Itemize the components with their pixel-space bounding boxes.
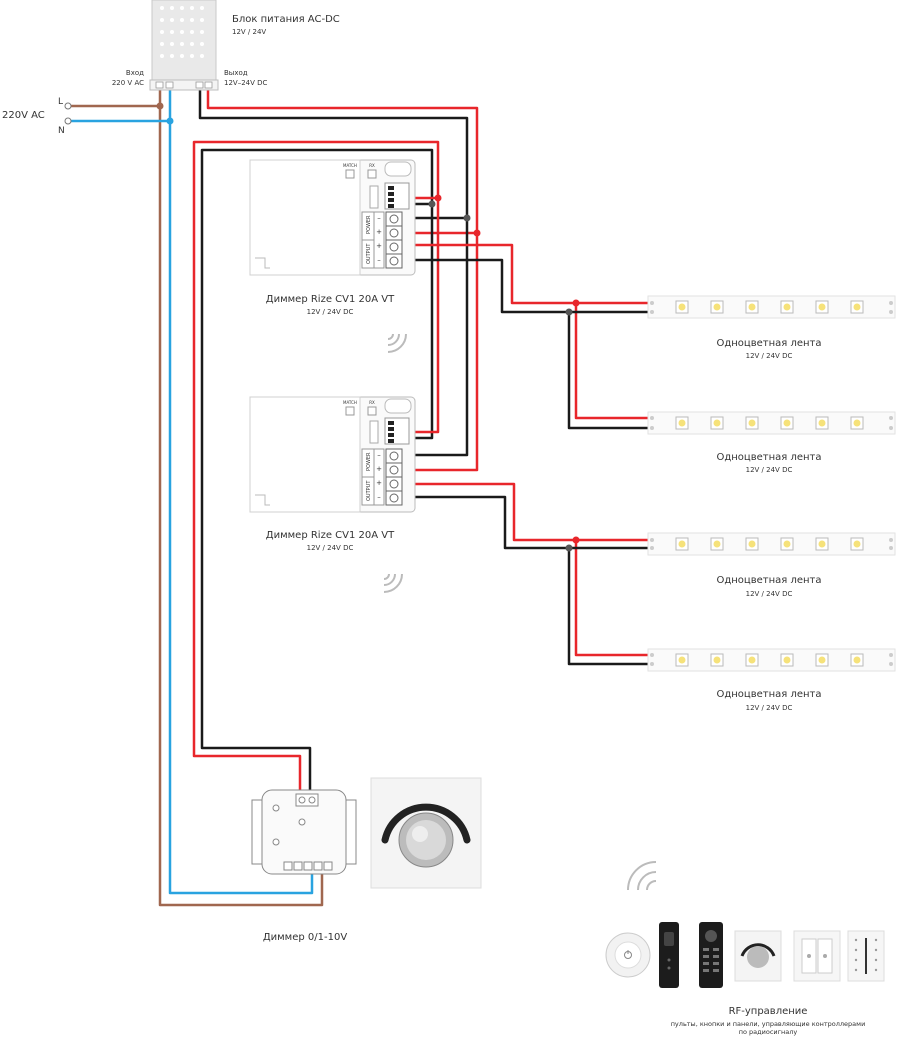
strip-4-title: Одноцветная лента [716, 689, 821, 700]
rf-devices: RF-управление пульты, кнопки и панели, у… [605, 922, 885, 1036]
d2-sign-2: + [376, 465, 382, 473]
zone-touch-panel [847, 930, 885, 982]
d1-sign-1: – [377, 214, 381, 222]
rf-signal-icon-3 [627, 861, 657, 891]
multizone-remote [699, 922, 723, 988]
d2-sign-4: – [377, 493, 381, 501]
rotary-panel [370, 777, 482, 889]
rf-signal-icon-2 [383, 573, 403, 593]
psu-output-value: 12V–24V DC [224, 79, 268, 87]
dimmer-1-subtitle: 12V / 24V DC [307, 308, 354, 316]
d1-power-label: POWER [366, 215, 372, 234]
slim-remote [659, 922, 679, 988]
psu-subtitle: 12V / 24V [232, 28, 266, 36]
power-supply: Блок питания AC-DC 12V / 24V Вход 220 V … [112, 0, 340, 91]
dimmer-2: MATCH RX POWER OUTPUT – + + – Диммер Riz… [249, 396, 416, 593]
strip-1-subtitle: 12V / 24V DC [746, 352, 793, 360]
led-strip-3: Одноцветная лента 12V / 24V DC [647, 532, 896, 598]
strip-1-title: Одноцветная лента [716, 338, 821, 349]
wires [70, 88, 648, 907]
strip-3-subtitle: 12V / 24V DC [746, 590, 793, 598]
mains-n-label: N [58, 126, 65, 136]
psu-input-value: 220 V AC [112, 79, 144, 87]
dimmer-010v: Диммер 0/1-10V [251, 789, 357, 943]
rf-title: RF-управление [729, 1006, 808, 1017]
led-strip-2: Одноцветная лента 12V / 24V DC [647, 411, 896, 474]
d1-rx: RX [369, 163, 375, 168]
strip-3-title: Одноцветная лента [716, 575, 821, 586]
wire-d2-out-black [400, 495, 648, 666]
round-remote [605, 932, 651, 978]
dimmer-2-title: Диммер Rize CV1 20A VT [266, 530, 395, 541]
rf-signal-icon-1 [387, 333, 407, 353]
led-strip-1: Одноцветная лента 12V / 24V DC [647, 295, 896, 360]
junctions [156, 102, 580, 552]
d2-sign-3: + [376, 479, 382, 487]
wire-d2-out-red [400, 482, 648, 657]
dimmer-2-subtitle: 12V / 24V DC [307, 544, 354, 552]
rf-desc-line1: пульты, кнопки и панели, управляющие кон… [671, 1020, 866, 1028]
psu-output-label: Выход [224, 69, 248, 77]
d2-output-label: OUTPUT [366, 480, 372, 501]
d2-sign-1: – [377, 451, 381, 459]
wire-d1-out-red [400, 243, 648, 420]
psu-input-label: Вход [126, 69, 144, 77]
dimmer-010v-title: Диммер 0/1-10V [263, 932, 348, 943]
d1-match: MATCH [343, 163, 357, 168]
dimmer-1-title: Диммер Rize CV1 20A VT [266, 294, 395, 305]
led-strip-4: Одноцветная лента 12V / 24V DC [647, 648, 896, 712]
d1-sign-2: + [376, 228, 382, 236]
strip-2-title: Одноцветная лента [716, 452, 821, 463]
d1-sign-4: – [377, 256, 381, 264]
mains-label: 220V AC [2, 110, 45, 121]
two-button-panel [793, 930, 841, 982]
rf-desc-line2: по радиосигналу [739, 1028, 798, 1036]
strip-4-subtitle: 12V / 24V DC [746, 704, 793, 712]
mains-terminals: L N 220V AC [2, 97, 72, 136]
wire-d1-out-black [400, 258, 648, 430]
mains-l-label: L [58, 97, 63, 107]
d2-rx: RX [369, 400, 375, 405]
d2-match: MATCH [343, 400, 357, 405]
dimmer-1: MATCH RX POWER OUTPUT – + + – Диммер Riz… [249, 159, 416, 353]
d1-sign-3: + [376, 242, 382, 250]
wall-rotary-panel [734, 930, 782, 982]
strip-2-subtitle: 12V / 24V DC [746, 466, 793, 474]
d2-power-label: POWER [366, 452, 372, 471]
d1-output-label: OUTPUT [366, 243, 372, 264]
psu-title: Блок питания AC-DC [232, 14, 340, 25]
